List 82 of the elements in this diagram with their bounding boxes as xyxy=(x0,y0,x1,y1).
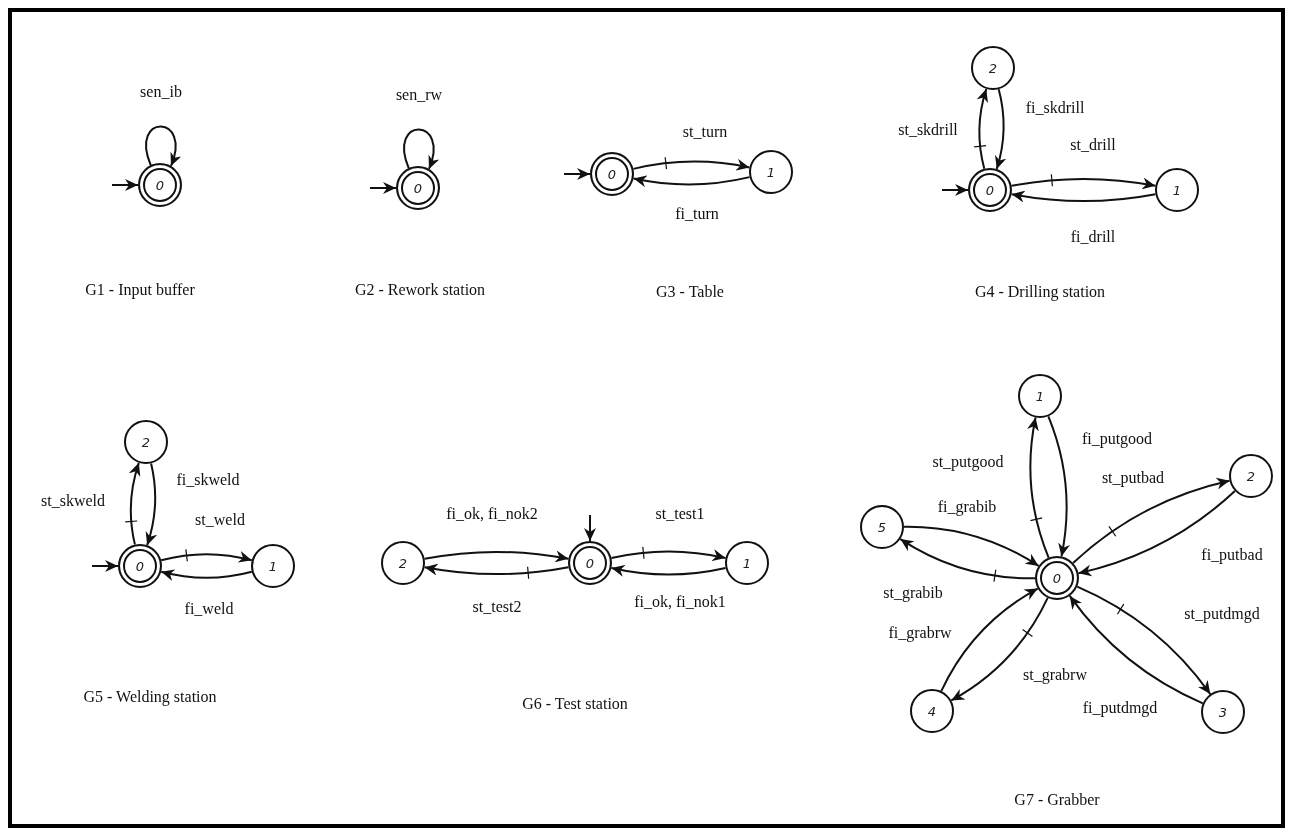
arrow xyxy=(632,175,751,187)
initial-state-arrow xyxy=(111,179,139,191)
arrow xyxy=(1047,415,1070,558)
arrow xyxy=(1010,177,1157,190)
arrow xyxy=(899,538,1036,580)
marked-state-circle: 0 xyxy=(396,166,440,210)
edge-label: fi_putbad xyxy=(1199,546,1265,564)
arrow xyxy=(1076,585,1212,696)
edge-label: st_weld xyxy=(193,511,247,529)
edge-label: fi_putdmgd xyxy=(1080,699,1160,717)
edge-label: fi_skweld xyxy=(174,471,242,489)
edge-label: fi_putgood xyxy=(1079,430,1155,448)
edge-label: st_skdrill xyxy=(896,121,960,139)
arrow xyxy=(976,87,989,170)
arrow xyxy=(160,551,253,563)
edge-label: st_putdmgd xyxy=(1182,605,1262,623)
arrow xyxy=(423,563,570,576)
arrow xyxy=(1010,190,1157,203)
marked-state-circle: 0 xyxy=(138,163,182,207)
arrow xyxy=(632,159,751,171)
automaton-caption: G5 - Welding station xyxy=(83,688,217,706)
arrow xyxy=(950,596,1049,702)
state-circle: 2 xyxy=(124,420,168,464)
automaton-caption: G6 - Test station xyxy=(522,695,628,713)
edge-label: fi_weld xyxy=(182,600,236,618)
automaton-caption: G2 - Rework station xyxy=(354,281,486,299)
edge-label: st_grabrw xyxy=(1021,666,1089,684)
edge-label: fi_grabib xyxy=(935,498,999,516)
edge-label: st_putgood xyxy=(930,453,1006,471)
state-circle: 5 xyxy=(860,505,904,549)
edge-label: fi_grabrw xyxy=(886,624,954,642)
marked-state-circle: 0 xyxy=(118,544,162,588)
edge-label: fi_turn xyxy=(673,205,721,223)
edge-label: fi_ok, fi_nok2 xyxy=(444,505,540,523)
arrow xyxy=(160,569,253,581)
arrow xyxy=(129,461,141,546)
state-circle: 3 xyxy=(1201,690,1245,734)
arrow xyxy=(145,462,157,547)
state-circle: 1 xyxy=(1018,374,1062,418)
arrow xyxy=(1077,490,1236,577)
arrow xyxy=(610,564,727,577)
initial-state-arrow xyxy=(584,514,596,542)
automaton-caption: G7 - Grabber xyxy=(1014,791,1100,809)
edge-label: st_grabib xyxy=(881,584,945,602)
arrow xyxy=(1068,594,1204,705)
edge-label: fi_ok, fi_nok1 xyxy=(632,593,728,611)
marked-state-circle: 0 xyxy=(968,168,1012,212)
self-loop-arrow xyxy=(145,125,181,167)
automaton-caption: G3 - Table xyxy=(656,283,724,301)
state-circle: 4 xyxy=(910,689,954,733)
state-circle: 2 xyxy=(971,46,1015,90)
edge-label: st_drill xyxy=(1068,136,1118,154)
initial-state-arrow xyxy=(941,184,969,196)
arrow xyxy=(940,587,1039,693)
edge-label: st_test1 xyxy=(653,505,707,523)
state-circle: 2 xyxy=(1229,454,1273,498)
initial-state-arrow xyxy=(91,560,119,572)
marked-state-circle: 0 xyxy=(1035,556,1079,600)
automaton-caption: G4 - Drilling station xyxy=(974,283,1106,301)
state-circle: 1 xyxy=(725,541,769,585)
state-circle: 1 xyxy=(1155,168,1199,212)
initial-state-arrow xyxy=(563,168,591,180)
state-circle: 1 xyxy=(251,544,295,588)
arrow xyxy=(1072,477,1231,564)
arrow xyxy=(994,88,1007,171)
self-loop-arrow xyxy=(403,128,439,170)
marked-state-circle: 0 xyxy=(568,541,612,585)
arrow xyxy=(903,525,1040,567)
state-circle: 1 xyxy=(749,150,793,194)
edge-label: sen_ib xyxy=(138,83,184,101)
edge-label: st_putbad xyxy=(1099,469,1167,487)
edge-label: st_test2 xyxy=(470,598,524,616)
automaton-caption: G1 - Input buffer xyxy=(85,281,195,299)
arrow xyxy=(1027,416,1050,559)
edge-label: fi_skdrill xyxy=(1023,99,1087,117)
edge-label: fi_drill xyxy=(1068,228,1118,246)
arrow xyxy=(423,550,570,563)
arrow xyxy=(610,549,727,562)
initial-state-arrow xyxy=(369,182,397,194)
state-circle: 2 xyxy=(381,541,425,585)
marked-state-circle: 0 xyxy=(590,152,634,196)
edge-label: st_skweld xyxy=(39,492,107,510)
